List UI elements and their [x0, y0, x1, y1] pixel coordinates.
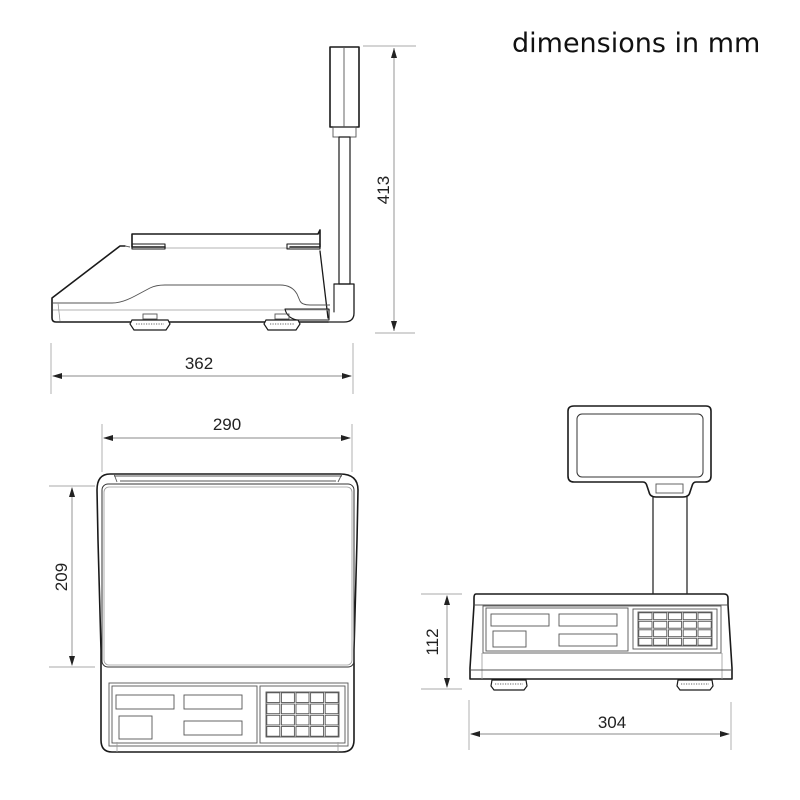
keypad-key	[280, 714, 295, 726]
front-keypad	[637, 611, 713, 647]
keypad-key	[295, 692, 310, 703]
keypad-key	[310, 726, 325, 737]
keypad-key	[697, 612, 712, 621]
top-display-weight	[115, 694, 175, 710]
front-base	[469, 593, 733, 680]
keypad-key	[324, 703, 339, 715]
keypad-key	[682, 620, 697, 629]
top-body	[96, 473, 359, 753]
keypad-key	[667, 620, 683, 629]
front-display-unit	[492, 630, 527, 648]
top-display-total	[183, 720, 243, 736]
front-display-head	[567, 405, 712, 498]
dimension-front-height: 112	[421, 593, 462, 690]
keypad-key	[697, 629, 712, 638]
front-view: 112 304	[421, 405, 733, 750]
dim-label-290: 290	[213, 415, 241, 434]
side-foot-rear	[263, 313, 301, 331]
keypad-key	[280, 692, 295, 703]
dimension-top-width: 290	[101, 415, 353, 472]
top-keypad	[265, 691, 340, 738]
dimension-side-length: 362	[50, 343, 354, 394]
keypad-key	[295, 726, 310, 737]
keypad-key	[266, 726, 281, 737]
keypad-key	[667, 637, 683, 646]
dimension-side-height: 413	[363, 45, 416, 334]
front-foot-right	[676, 679, 714, 691]
keypad-key	[682, 637, 697, 646]
keypad-key	[697, 637, 712, 646]
top-view: 290 209	[49, 415, 359, 753]
keypad-key	[310, 703, 325, 715]
keypad-key	[310, 692, 325, 703]
side-pole	[338, 136, 351, 285]
keypad-key	[295, 703, 310, 715]
keypad-key	[667, 629, 683, 638]
front-display-weight	[490, 613, 550, 627]
front-customer-display	[576, 413, 704, 478]
dim-label-304: 304	[598, 713, 626, 732]
keypad-key	[324, 726, 339, 737]
keypad-key	[653, 637, 668, 646]
keypad-key	[638, 629, 653, 638]
top-control-panel	[108, 682, 349, 747]
keypad-key	[653, 612, 668, 621]
front-display-total	[558, 633, 618, 647]
keypad-key	[638, 637, 653, 646]
keypad-key	[310, 714, 325, 726]
dim-label-209: 209	[52, 563, 71, 591]
dimension-front-width: 304	[468, 700, 732, 750]
keypad-key	[266, 714, 281, 726]
dim-label-112: 112	[423, 628, 442, 655]
dim-label-362: 362	[185, 354, 213, 373]
keypad-key	[653, 629, 668, 638]
keypad-key	[324, 692, 339, 703]
keypad-key	[697, 620, 712, 629]
keypad-key	[280, 703, 295, 715]
side-display-head	[329, 46, 360, 128]
drawing-title: dimensions in mm	[512, 28, 761, 59]
side-body	[51, 245, 329, 323]
dimension-top-depth: 209	[49, 485, 95, 668]
top-display-price	[183, 694, 243, 710]
side-foot-front	[129, 313, 171, 331]
front-display-price	[558, 613, 618, 627]
keypad-key	[682, 612, 697, 621]
top-display-unit	[118, 715, 153, 740]
keypad-key	[266, 703, 281, 715]
keypad-key	[682, 629, 697, 638]
keypad-key	[295, 714, 310, 726]
dim-label-413: 413	[374, 176, 393, 204]
keypad-key	[266, 692, 281, 703]
keypad-key	[638, 612, 653, 621]
keypad-key	[667, 612, 683, 621]
keypad-key	[324, 714, 339, 726]
side-view: 413 362	[50, 45, 416, 394]
keypad-key	[638, 620, 653, 629]
keypad-key	[280, 726, 295, 737]
front-foot-left	[490, 679, 528, 691]
keypad-key	[653, 620, 668, 629]
top-platter	[101, 483, 355, 668]
